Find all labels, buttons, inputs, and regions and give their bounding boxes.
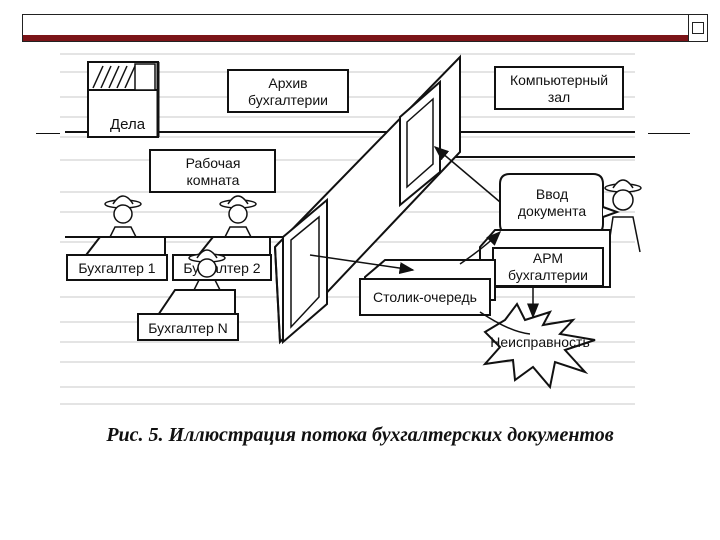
queue-table-label: Столик-очередь — [373, 289, 477, 305]
accountantN-label: Бухгалтер N — [148, 320, 227, 336]
arm-workstation: АРМ бухгалтерии — [479, 229, 611, 288]
computer-room-box: Компьютерный зал — [494, 66, 624, 110]
doc-entry-label-line1: Ввод — [536, 186, 568, 202]
work-room-box: Рабочая комната — [149, 149, 276, 193]
left-rule — [36, 133, 60, 134]
right-rule — [648, 133, 690, 134]
doc-entry-bubble: Ввод документа — [499, 173, 620, 235]
operator-figure — [604, 179, 642, 258]
arrow-entry-to-door — [433, 146, 501, 203]
computer-room-label-line1: Компьютерный — [510, 72, 608, 88]
arm-label-line1: АРМ — [533, 250, 563, 266]
accountant1-label: Бухгалтер 1 — [78, 260, 155, 276]
work-room-label-line2: комната — [187, 172, 240, 188]
slide-title-bar — [22, 14, 708, 42]
archive-box: Архив бухгалтерии — [227, 69, 349, 113]
archive-label-line2: бухгалтерии — [248, 92, 328, 108]
document-flow-diagram: Дела Архив бухгалтерии Компьютерный зал … — [60, 53, 642, 405]
malfunction-burst: Неисправность — [482, 302, 596, 390]
malfunction-label: Неисправность — [490, 334, 590, 350]
work-room-label-line1: Рабочая — [186, 155, 241, 171]
accountant1-figure: Бухгалтер 1 — [66, 195, 168, 281]
title-bar-accent-strip — [23, 35, 707, 41]
figure-caption: Рис. 5. Иллюстрация потока бухгалтерских… — [106, 424, 614, 446]
dela-cabinet: Дела — [87, 61, 160, 138]
queue-table: Столик-очередь — [359, 259, 496, 316]
arrow-to-queue — [309, 254, 415, 274]
accountant2-label: Бухгалтер 2 — [183, 260, 260, 276]
computer-room-label-line2: зал — [548, 89, 570, 105]
accountantN-figure: Бухгалтер N — [137, 249, 239, 341]
arrow-queue-to-malfunction — [479, 311, 531, 335]
corner-square-icon — [688, 15, 707, 41]
flow-arrows — [309, 146, 539, 335]
doc-entry-label-line2: документа — [518, 203, 586, 219]
door-panels — [282, 79, 441, 345]
arrow-queue-to-entry — [459, 230, 502, 265]
archive-label-line1: Архив — [268, 75, 307, 91]
dela-label: Дела — [110, 116, 146, 133]
arm-label-line2: бухгалтерии — [508, 267, 588, 283]
